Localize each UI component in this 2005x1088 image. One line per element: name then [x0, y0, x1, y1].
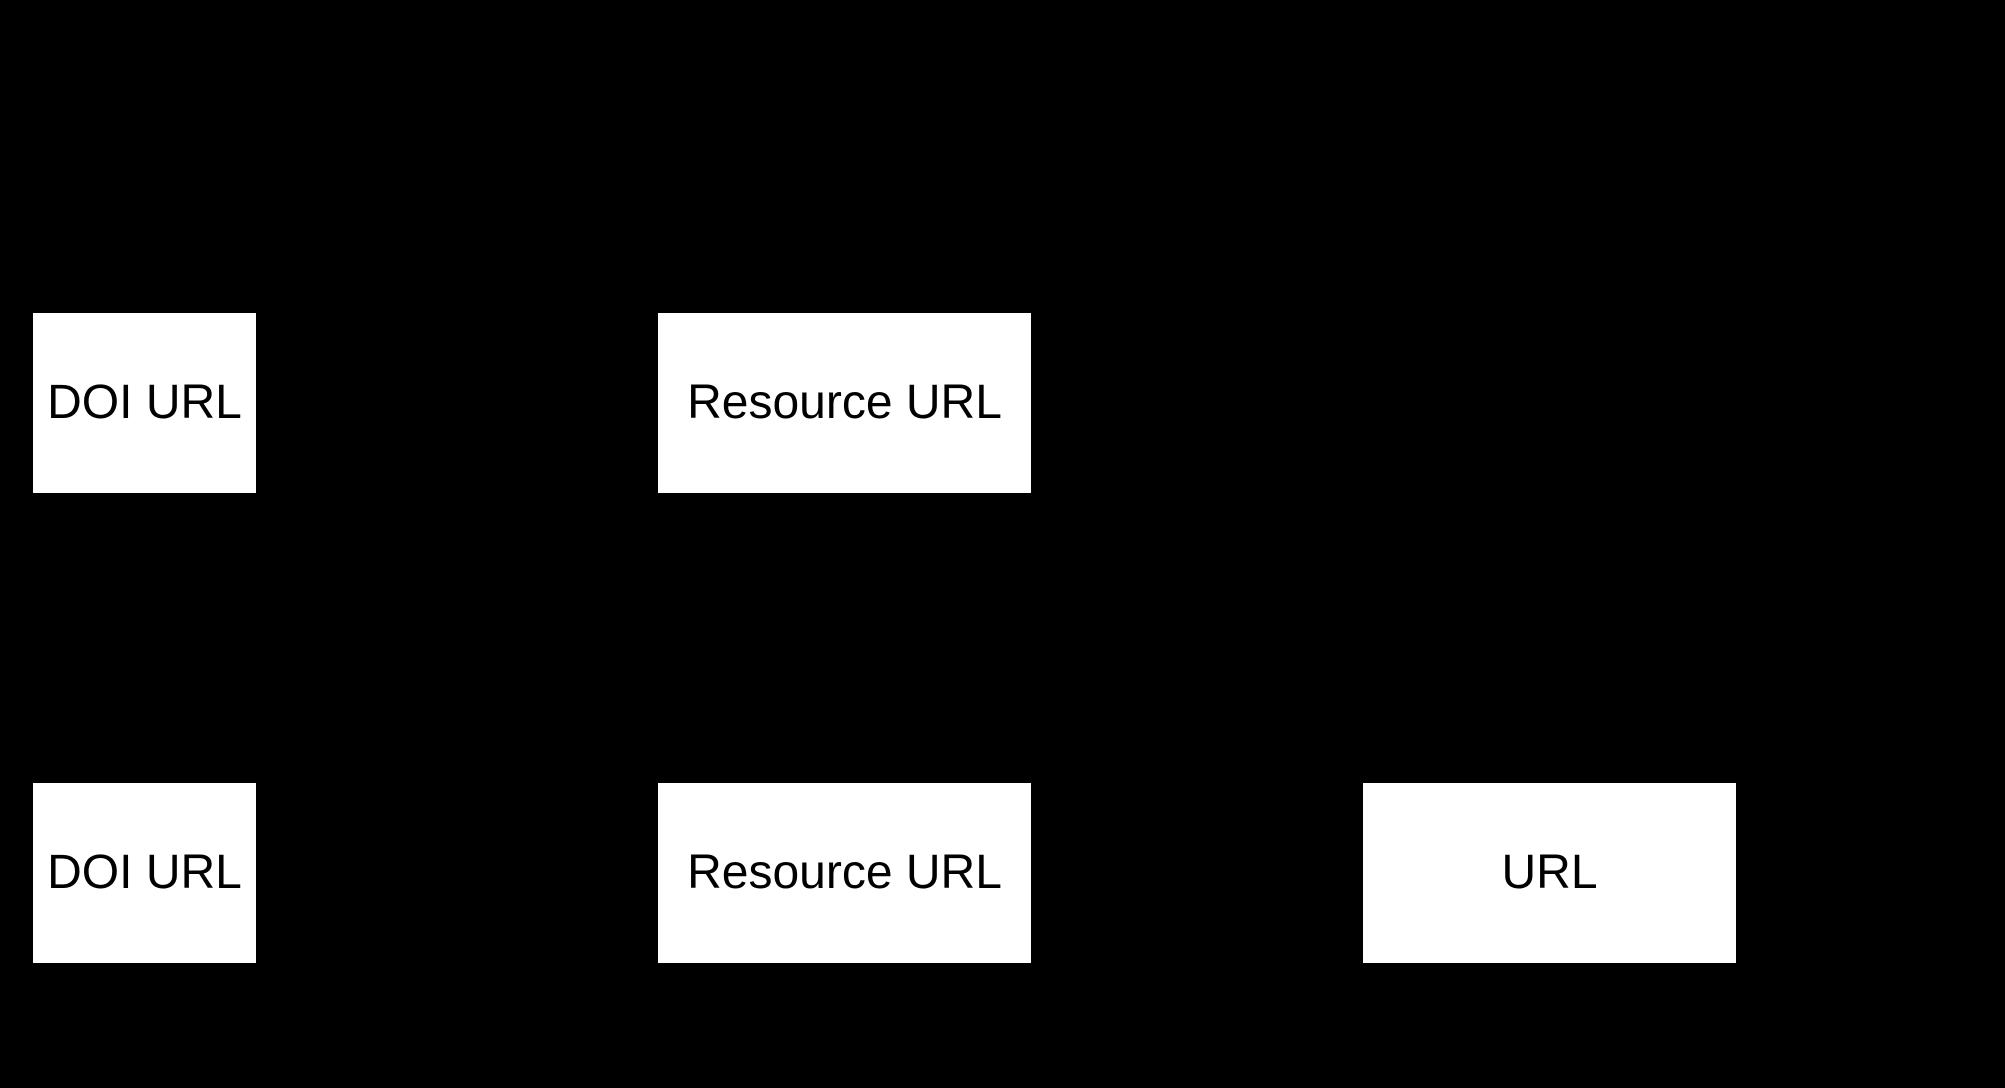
- node-label: URL: [1501, 845, 1598, 899]
- node-label: DOI URL: [47, 375, 242, 429]
- node-doi-url-bottom[interactable]: DOI URL: [33, 783, 256, 963]
- node-label: Resource URL: [687, 375, 1002, 429]
- node-resource-url-bottom[interactable]: Resource URL: [658, 783, 1031, 963]
- node-resource-url-top[interactable]: Resource URL: [658, 313, 1031, 493]
- node-label: Resource URL: [687, 845, 1002, 899]
- node-label: DOI URL: [47, 845, 242, 899]
- node-url-bottom[interactable]: URL: [1363, 783, 1736, 963]
- node-doi-url-top[interactable]: DOI URL: [33, 313, 256, 493]
